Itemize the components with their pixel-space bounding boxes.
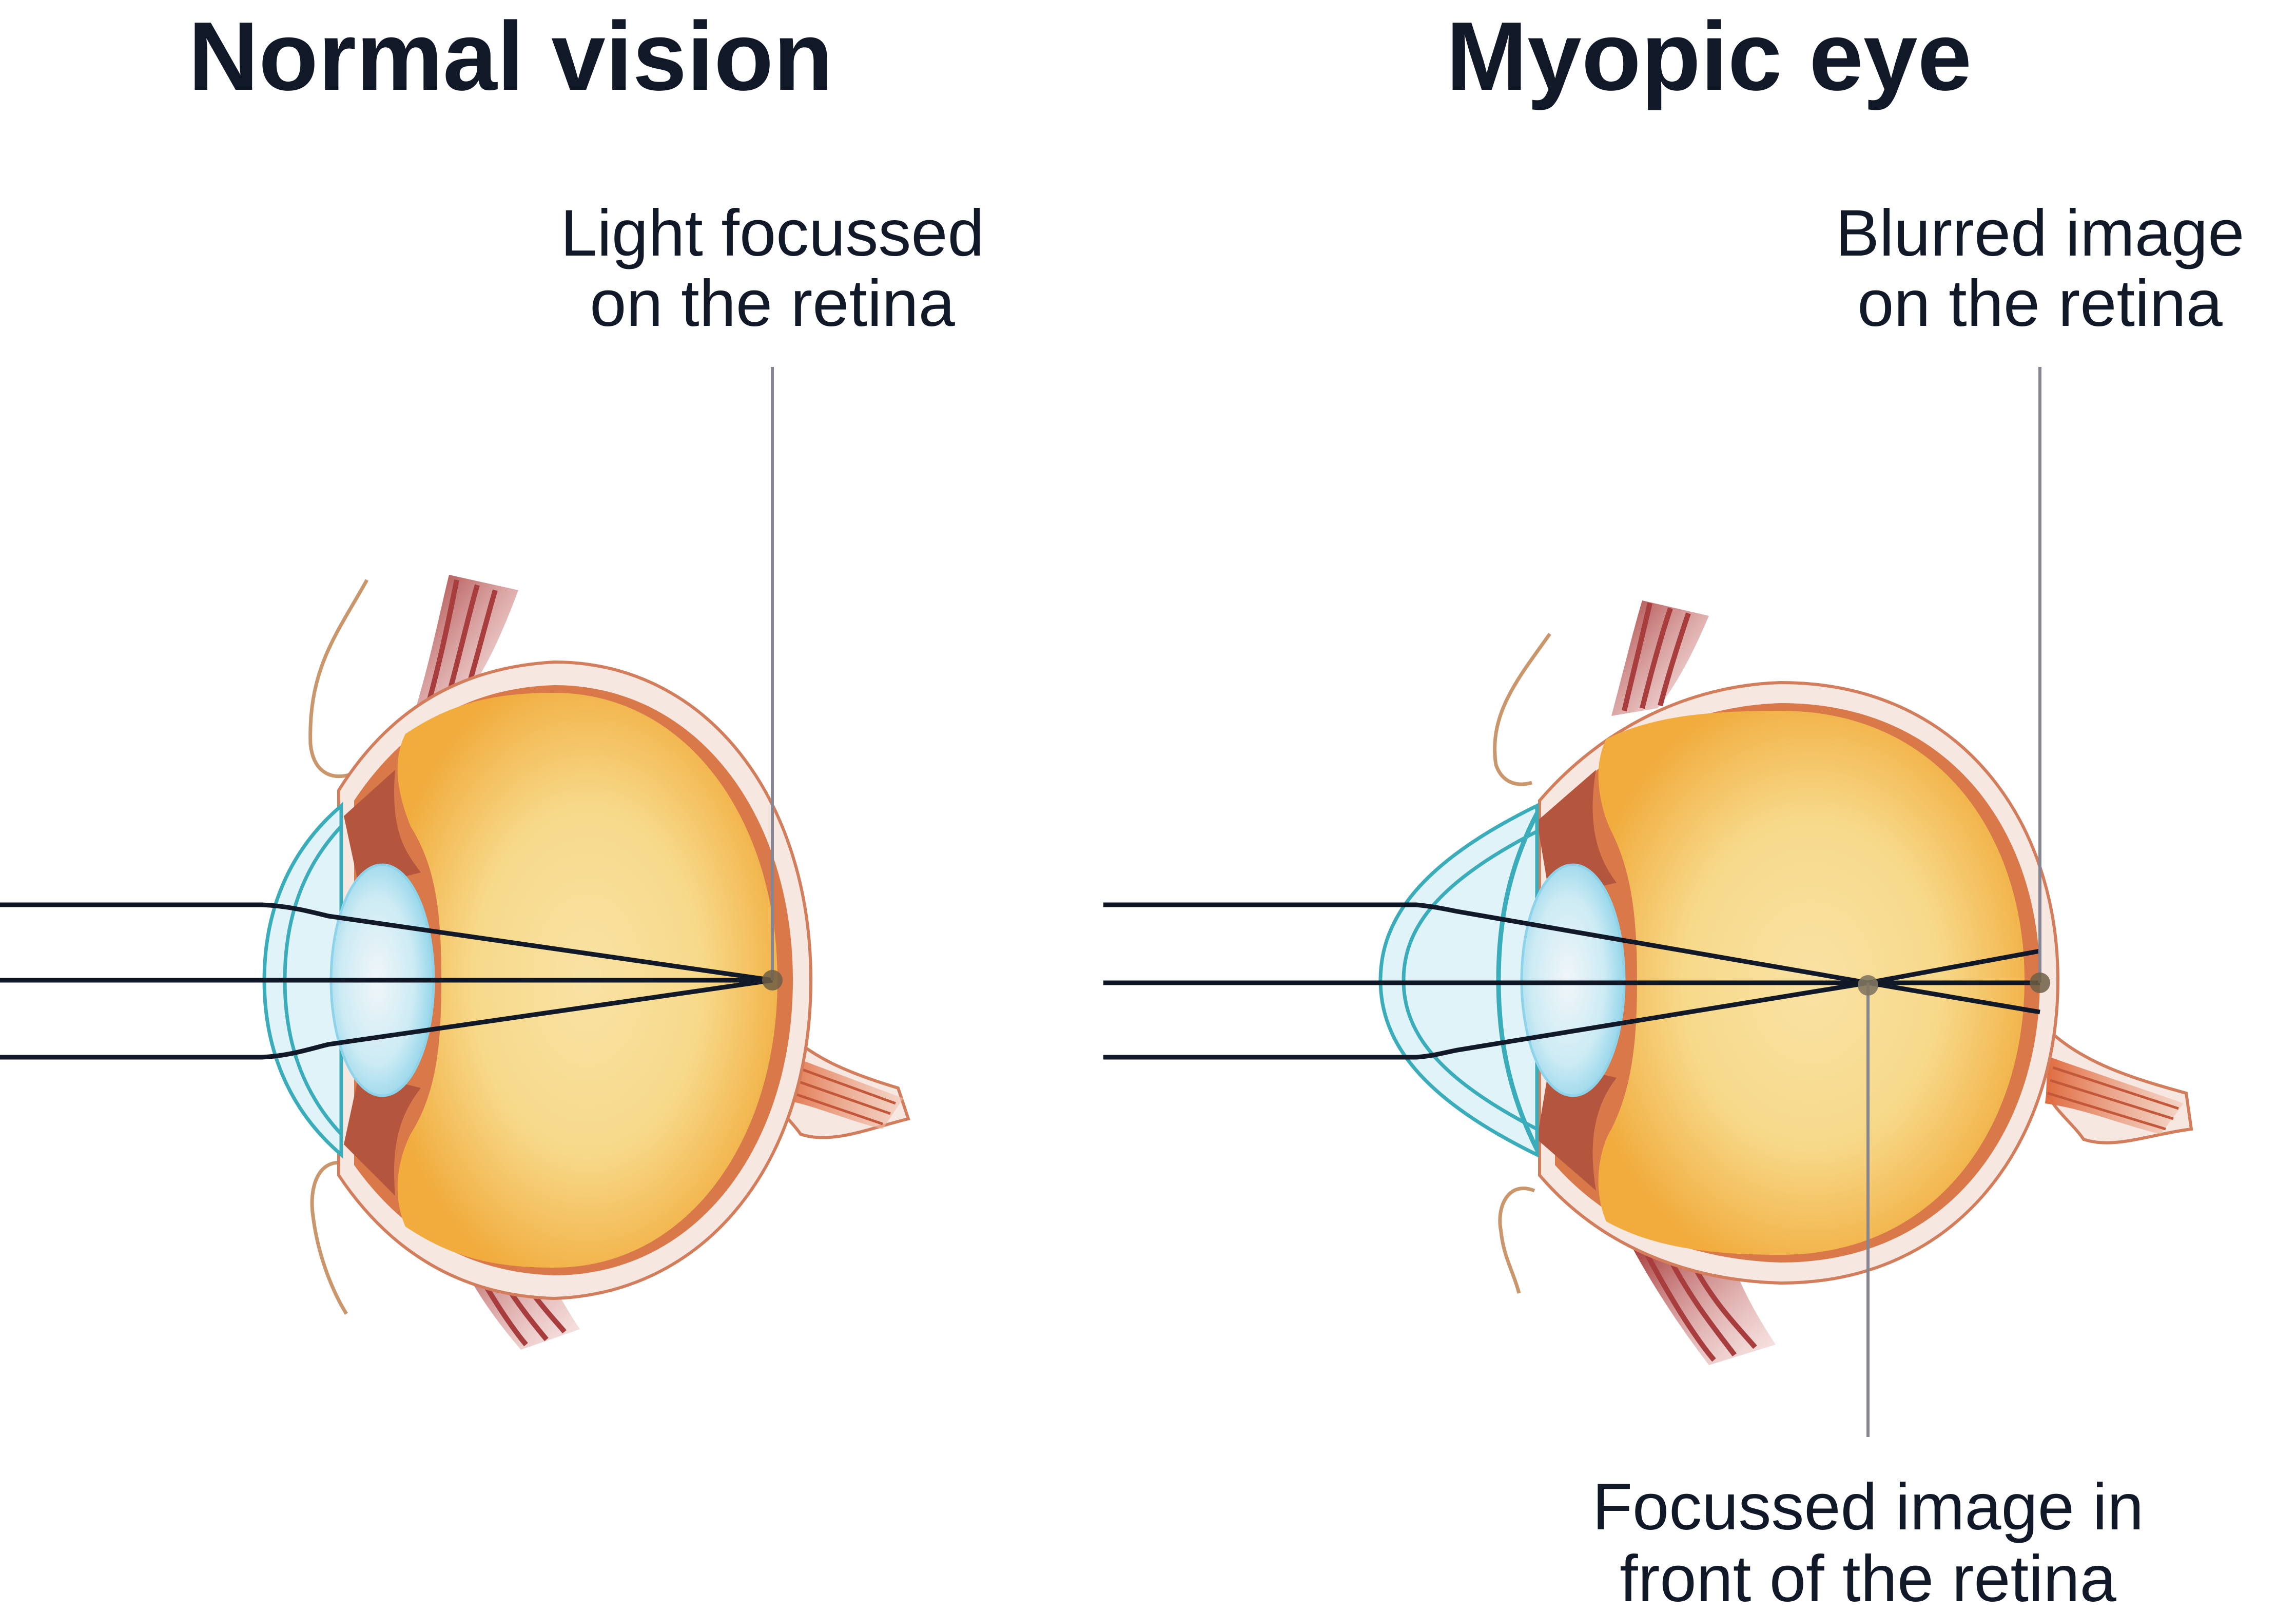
ciliary-body bbox=[344, 770, 421, 888]
label-focussed-front-line2: front of the retina bbox=[1620, 1542, 2117, 1612]
ciliary-body-lower bbox=[344, 1073, 421, 1196]
optic-nerve bbox=[2045, 1028, 2193, 1144]
cornea-inner bbox=[1402, 829, 1538, 1131]
label-blurred-image-line2: on the retina bbox=[1857, 267, 2223, 340]
ray-bottom bbox=[1103, 948, 2040, 1060]
label-blurred-image-line1: Blurred image bbox=[1836, 197, 2245, 270]
label-focussed-front-line1: Focussed image in bbox=[1592, 1470, 2144, 1544]
label-light-focussed-line2: on the retina bbox=[590, 267, 955, 340]
upper-eyelid bbox=[308, 579, 369, 778]
light-rays-normal bbox=[0, 902, 773, 1060]
focus-point-front-of-retina bbox=[1858, 975, 1878, 996]
ray-bottom bbox=[0, 978, 773, 1060]
upper-eyelid bbox=[1493, 632, 1551, 786]
ray-top bbox=[1103, 902, 2040, 1015]
light-rays-myopic bbox=[1103, 902, 2040, 1060]
panel-title-normal: Normal vision bbox=[188, 2, 833, 111]
lower-eyelid bbox=[1498, 1187, 1535, 1294]
label-light-focussed-line1: Light focussed bbox=[560, 197, 984, 270]
normal-eye bbox=[262, 575, 910, 1350]
upper-eye-muscle bbox=[1611, 600, 1709, 716]
ciliary-body-lower bbox=[1537, 1062, 1617, 1191]
lower-eyelid bbox=[310, 1161, 350, 1315]
ciliary-body bbox=[1537, 770, 1617, 898]
panel-title-myopic: Myopic eye bbox=[1446, 2, 1972, 111]
ray-top bbox=[0, 902, 773, 983]
blurred-point-retina bbox=[2030, 973, 2050, 993]
cornea bbox=[1378, 803, 1539, 1158]
lens bbox=[1520, 863, 1626, 1097]
focus-point-retina-normal bbox=[762, 970, 783, 990]
cornea-lens-edge bbox=[1496, 812, 1540, 1151]
lower-eye-muscle bbox=[1632, 1247, 1776, 1365]
